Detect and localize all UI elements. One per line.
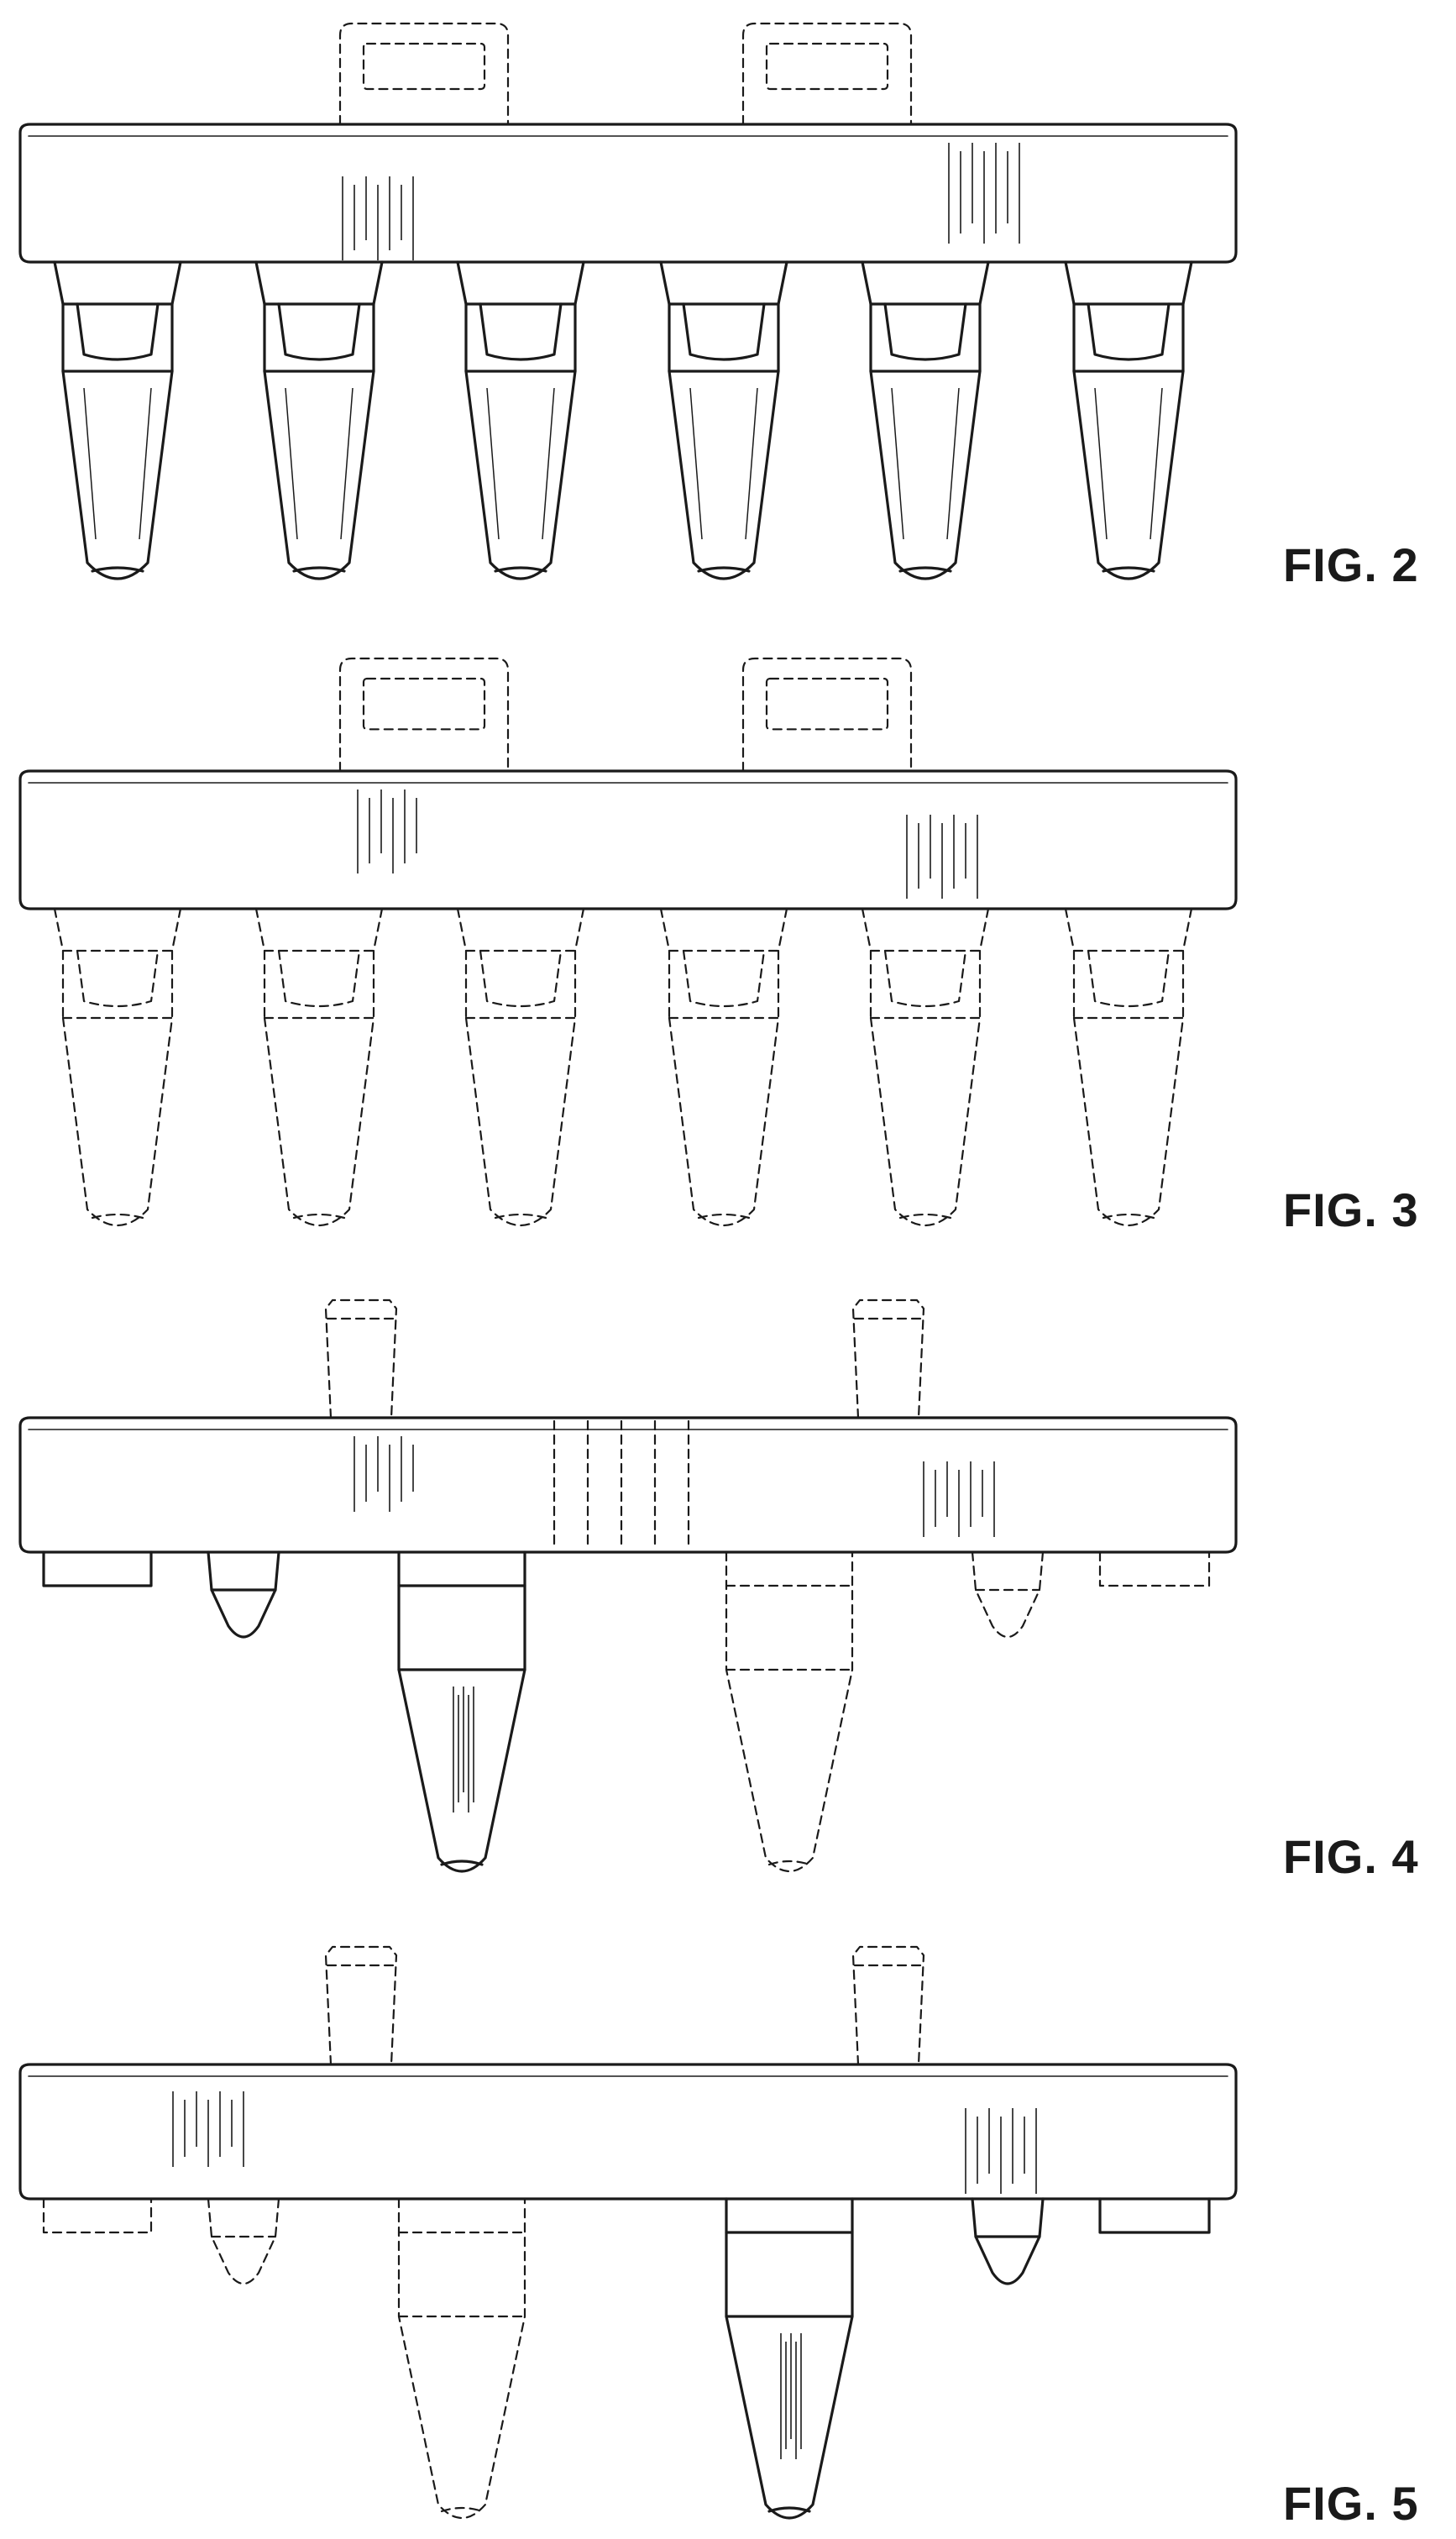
tube-highlight xyxy=(139,388,151,539)
large-side-tube xyxy=(726,2199,852,2518)
strip-bar xyxy=(20,771,1236,909)
large-side-tube xyxy=(399,1552,525,1871)
tube-inner-cup xyxy=(279,304,359,359)
tube-inner-cup xyxy=(77,304,158,359)
large-side-tube xyxy=(399,2199,525,2518)
tube-conical-body xyxy=(264,1018,374,1225)
large-side-tube-tip xyxy=(442,2508,482,2511)
tab-window xyxy=(364,679,484,729)
tube-conical-body xyxy=(1074,1018,1183,1225)
tube-collar xyxy=(1066,262,1192,371)
tube-conical-body xyxy=(466,1018,575,1225)
figure-4-label: FIG. 4 xyxy=(1283,1829,1419,1884)
strip-bar xyxy=(20,1418,1236,1552)
tube-highlight xyxy=(1095,388,1107,539)
tube-collar xyxy=(661,262,787,371)
tube-tip-line xyxy=(92,1214,143,1218)
tube-conical-body xyxy=(1074,371,1183,579)
end-stub xyxy=(44,2199,151,2232)
tube-tip-line xyxy=(1103,568,1154,571)
tube-tip-line xyxy=(495,568,546,571)
tube-conical-body xyxy=(63,1018,172,1225)
tube-tip-line xyxy=(294,568,344,571)
side-tube-body xyxy=(972,1552,1043,1637)
figure-5-side-view xyxy=(20,1947,1236,2518)
tube-conical-body xyxy=(669,371,778,579)
tube-tip-line xyxy=(495,1214,546,1218)
tube-inner-cup xyxy=(279,951,359,1006)
tube-collar xyxy=(458,909,584,1018)
tube-tip-line xyxy=(1103,1214,1154,1218)
large-side-tube xyxy=(726,1552,852,1871)
tab-window xyxy=(767,679,888,729)
large-side-tube-tip xyxy=(769,2508,809,2511)
figure-3-front-view-dashed xyxy=(20,658,1236,1225)
tab-window xyxy=(767,44,888,89)
tube-conical-body xyxy=(871,371,980,579)
figure-2-front-view xyxy=(20,24,1236,579)
tube-highlight xyxy=(285,388,297,539)
tube-inner-cup xyxy=(1088,304,1169,359)
tube-conical-body xyxy=(63,371,172,579)
tube-collar xyxy=(862,262,988,371)
tube-inner-cup xyxy=(885,951,966,1006)
figure-5-label: FIG. 5 xyxy=(1283,2476,1419,2531)
end-stub xyxy=(44,1552,151,1586)
tube-tip-line xyxy=(294,1214,344,1218)
tab-outline xyxy=(743,24,911,124)
tube-inner-cup xyxy=(885,304,966,359)
tube-collar xyxy=(256,909,382,1018)
tube-conical-body xyxy=(264,371,374,579)
tube-highlight xyxy=(487,388,499,539)
tube-collar xyxy=(55,909,181,1018)
tab-window xyxy=(364,44,484,89)
tube-inner-cup xyxy=(683,951,764,1006)
tube-conical-body xyxy=(466,371,575,579)
tube-inner-cup xyxy=(1088,951,1169,1006)
tube-tip-line xyxy=(900,1214,951,1218)
tube-inner-cup xyxy=(480,951,561,1006)
tube-highlight xyxy=(892,388,903,539)
tube-collar xyxy=(1066,909,1192,1018)
tube-highlight xyxy=(341,388,353,539)
side-tube-body xyxy=(972,2199,1043,2284)
tube-conical-body xyxy=(669,1018,778,1225)
tube-tip-line xyxy=(699,1214,749,1218)
tube-highlight xyxy=(1150,388,1162,539)
end-stub xyxy=(1100,2199,1209,2232)
tube-tip-line xyxy=(900,568,951,571)
tube-highlight xyxy=(947,388,959,539)
tube-inner-cup xyxy=(683,304,764,359)
figure-2-label: FIG. 2 xyxy=(1283,538,1419,592)
tube-collar xyxy=(458,262,584,371)
tube-collar xyxy=(862,909,988,1018)
tube-conical-body xyxy=(871,1018,980,1225)
end-stub xyxy=(1100,1552,1209,1586)
tube-highlight xyxy=(746,388,757,539)
tube-collar xyxy=(55,262,181,371)
tab-outline xyxy=(340,24,508,124)
tube-collar xyxy=(256,262,382,371)
side-tube-body xyxy=(208,2199,279,2284)
figure-4-side-view xyxy=(20,1300,1236,1871)
tube-highlight xyxy=(542,388,554,539)
large-side-tube-tip xyxy=(442,1861,482,1865)
strip-bar xyxy=(20,124,1236,262)
strip-bar xyxy=(20,2064,1236,2199)
tube-inner-cup xyxy=(480,304,561,359)
tube-inner-cup xyxy=(77,951,158,1006)
figure-3-label: FIG. 3 xyxy=(1283,1183,1419,1237)
tube-highlight xyxy=(84,388,96,539)
tube-tip-line xyxy=(699,568,749,571)
tube-tip-line xyxy=(92,568,143,571)
side-tube-body xyxy=(208,1552,279,1637)
tab-outline xyxy=(340,658,508,771)
tube-highlight xyxy=(690,388,702,539)
tube-collar xyxy=(661,909,787,1018)
tab-outline xyxy=(743,658,911,771)
large-side-tube-tip xyxy=(769,1861,809,1865)
